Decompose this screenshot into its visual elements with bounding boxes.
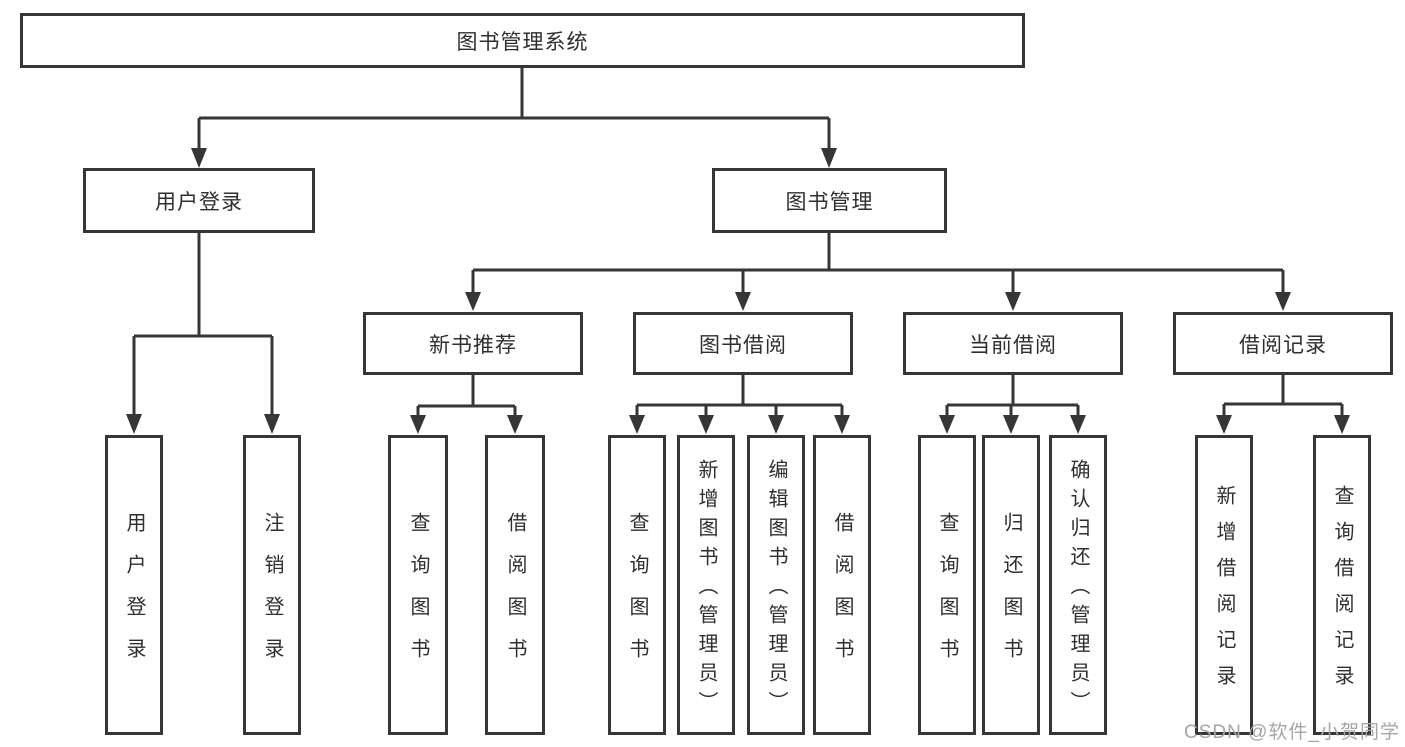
leaf-query-books-recommend: 查询图书 <box>388 435 448 735</box>
node-user-login-label: 用户登录 <box>155 190 243 214</box>
connector-book-borrow-children <box>629 375 850 434</box>
leaf-borrow-books-label: 借阅图书 <box>831 512 853 680</box>
leaf-query-books-current-label: 查询图书 <box>936 512 958 680</box>
connector-new-book-children <box>410 375 523 434</box>
leaf-edit-book-admin-label: 编辑图书（管理员） <box>765 459 787 720</box>
node-book-borrow-label: 图书借阅 <box>699 333 787 357</box>
node-current-borrow-label: 当前借阅 <box>969 333 1057 357</box>
node-borrow-records-label: 借阅记录 <box>1239 333 1327 357</box>
leaf-query-books-recommend-label: 查询图书 <box>407 512 429 680</box>
connector-current-borrow-children <box>939 375 1086 434</box>
leaf-user-login-label: 用户登录 <box>123 512 145 680</box>
node-user-login: 用户登录 <box>83 168 315 233</box>
leaf-add-borrow-record: 新增借阅记录 <box>1195 435 1253 735</box>
leaf-logout: 注销登录 <box>243 435 301 735</box>
leaf-borrow-books-recommend-label: 借阅图书 <box>504 512 526 680</box>
leaf-query-books-borrow: 查询图书 <box>608 435 666 735</box>
connector-root-to-level2 <box>191 68 837 168</box>
node-new-book-recommend-label: 新书推荐 <box>429 333 517 357</box>
node-borrow-records: 借阅记录 <box>1173 312 1393 375</box>
leaf-query-books-borrow-label: 查询图书 <box>626 512 648 680</box>
node-root: 图书管理系统 <box>20 13 1025 68</box>
leaf-edit-book-admin: 编辑图书（管理员） <box>747 435 805 735</box>
leaf-return-book-label: 归还图书 <box>1000 512 1022 680</box>
leaf-add-borrow-record-label: 新增借阅记录 <box>1213 485 1235 701</box>
connector-user-login-children <box>126 233 280 434</box>
csdn-watermark: CSDN @软件_小贺同学 <box>1184 722 1400 743</box>
connector-book-management-children <box>465 233 1291 311</box>
leaf-add-book-admin-label: 新增图书（管理员） <box>695 459 717 720</box>
node-book-management-label: 图书管理 <box>785 190 874 214</box>
node-new-book-recommend: 新书推荐 <box>363 312 583 375</box>
leaf-query-borrow-record: 查询借阅记录 <box>1313 435 1371 735</box>
leaf-borrow-books: 借阅图书 <box>813 435 871 735</box>
leaf-add-book-admin: 新增图书（管理员） <box>677 435 735 735</box>
leaf-confirm-return-admin: 确认归还（管理员） <box>1049 435 1107 735</box>
leaf-logout-label: 注销登录 <box>261 512 283 680</box>
connector-borrow-records-children <box>1216 375 1350 434</box>
leaf-borrow-books-recommend: 借阅图书 <box>485 435 545 735</box>
leaf-query-borrow-record-label: 查询借阅记录 <box>1331 485 1353 701</box>
node-book-management: 图书管理 <box>712 168 947 233</box>
node-book-borrow: 图书借阅 <box>633 312 853 375</box>
leaf-confirm-return-admin-label: 确认归还（管理员） <box>1067 459 1089 720</box>
leaf-query-books-current: 查询图书 <box>918 435 976 735</box>
node-root-label: 图书管理系统 <box>456 30 589 54</box>
leaf-return-book: 归还图书 <box>982 435 1040 735</box>
node-current-borrow: 当前借阅 <box>903 312 1123 375</box>
leaf-user-login: 用户登录 <box>105 435 163 735</box>
